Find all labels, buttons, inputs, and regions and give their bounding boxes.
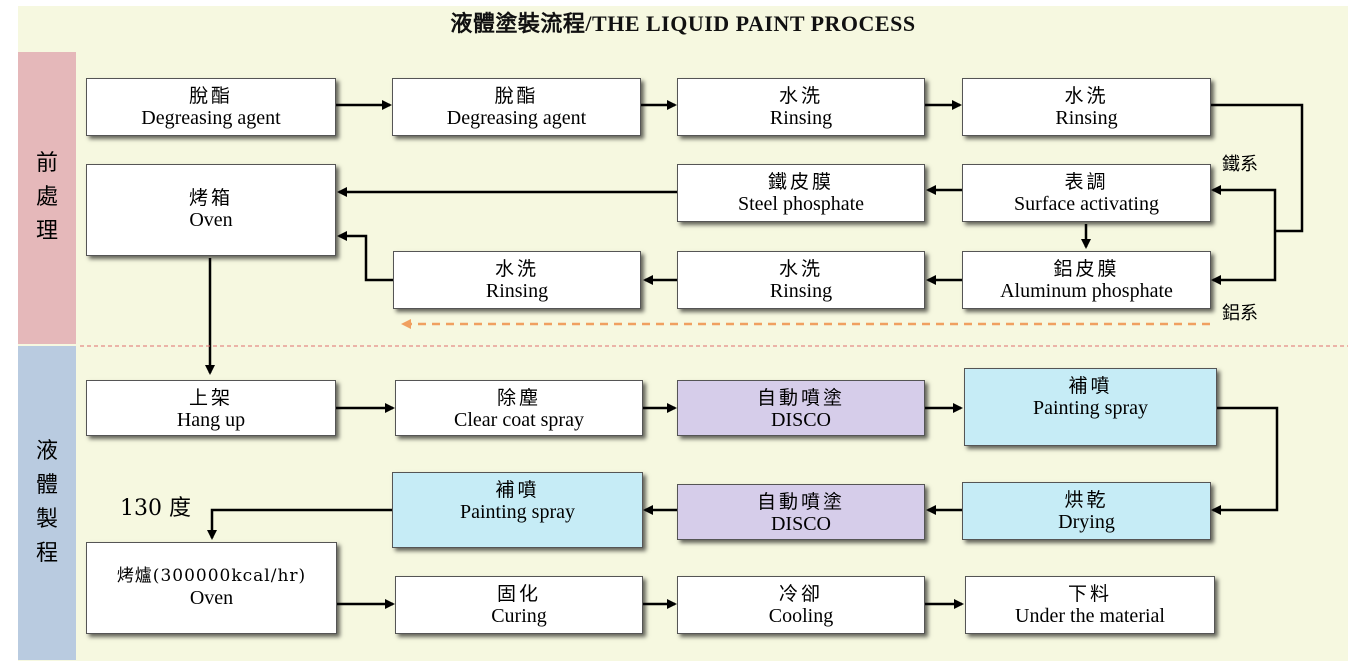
step-rinsing-4: 水洗 Rinsing bbox=[393, 251, 641, 309]
step-painting-spray-1: 補噴 Painting spray bbox=[964, 368, 1217, 446]
step-steel-phosphate-zh: 鐵皮膜 bbox=[767, 171, 834, 193]
step-drying-zh: 烘乾 bbox=[1064, 489, 1109, 511]
step-disco-2: 自動噴塗 DISCO bbox=[677, 484, 925, 540]
step-degreasing-2-en: Degreasing agent bbox=[446, 107, 587, 129]
step-disco-1: 自動噴塗 DISCO bbox=[677, 380, 925, 436]
step-painting-spray-2: 補噴 Painting spray bbox=[392, 472, 643, 548]
section-liquid-label: 液體製程 bbox=[35, 439, 58, 566]
step-aluminum-phosphate-zh: 鋁皮膜 bbox=[1053, 258, 1120, 280]
arrow-rinse4-oven1 bbox=[337, 231, 393, 282]
step-disco-2-zh: 自動噴塗 bbox=[756, 491, 845, 513]
step-oven-2-zh: 烤爐(300000kcal/hr) bbox=[116, 566, 307, 586]
step-oven-2-en: Oven bbox=[189, 587, 234, 609]
step-disco-1-en: DISCO bbox=[770, 409, 831, 431]
step-cooling-en: Cooling bbox=[768, 605, 834, 627]
step-degreasing-2-zh: 脫酯 bbox=[494, 85, 539, 107]
step-clear-coat-spray-en: Clear coat spray bbox=[454, 409, 584, 431]
step-degreasing-1-zh: 脫酯 bbox=[188, 85, 233, 107]
step-steel-phosphate: 鐵皮膜 Steel phosphate bbox=[677, 164, 925, 222]
step-rinsing-3: 水洗 Rinsing bbox=[677, 251, 925, 309]
step-oven-1-zh: 烤箱 bbox=[188, 187, 233, 209]
step-rinsing-1-en: Rinsing bbox=[769, 107, 833, 129]
step-hang-up-zh: 上架 bbox=[188, 387, 233, 409]
arrow-spray2-oven2 bbox=[207, 508, 392, 540]
step-surface-activating-zh: 表調 bbox=[1064, 171, 1109, 193]
step-painting-spray-2-en: Painting spray bbox=[460, 501, 575, 523]
temperature-label: 130 度 bbox=[120, 496, 191, 521]
step-clear-coat-spray-zh: 除塵 bbox=[496, 387, 541, 409]
arrow-rinse2-bracket bbox=[1211, 103, 1304, 233]
step-disco-2-en: DISCO bbox=[770, 513, 831, 535]
diagram-title: 液體塗裝流程/THE LIQUID PAINT PROCESS bbox=[450, 11, 916, 36]
step-oven-1: 烤箱 Oven bbox=[86, 164, 336, 256]
step-rinsing-4-en: Rinsing bbox=[485, 280, 549, 302]
iron-series-label: 鐵系 bbox=[1222, 154, 1258, 175]
step-rinsing-4-zh: 水洗 bbox=[494, 258, 539, 280]
step-under-the-material: 下料 Under the material bbox=[965, 576, 1215, 634]
step-hang-up-en: Hang up bbox=[176, 409, 246, 431]
step-steel-phosphate-en: Steel phosphate bbox=[737, 193, 865, 215]
step-drying: 烘乾 Drying bbox=[962, 482, 1211, 540]
step-rinsing-2-en: Rinsing bbox=[1055, 107, 1118, 129]
step-oven-2: 烤爐(300000kcal/hr) Oven bbox=[86, 542, 337, 634]
step-disco-1-zh: 自動噴塗 bbox=[756, 387, 845, 409]
step-painting-spray-2-zh: 補噴 bbox=[495, 479, 540, 501]
step-painting-spray-1-en: Painting spray bbox=[1033, 397, 1148, 419]
step-cooling: 冷卻 Cooling bbox=[677, 576, 925, 634]
step-surface-activating-en: Surface activating bbox=[1014, 193, 1159, 215]
section-pretreatment-label: 前處理 bbox=[35, 151, 58, 244]
step-drying-en: Drying bbox=[1058, 511, 1115, 533]
step-curing-zh: 固化 bbox=[496, 583, 541, 605]
step-degreasing-1: 脫酯 Degreasing agent bbox=[86, 78, 336, 136]
step-aluminum-phosphate: 鋁皮膜 Aluminum phosphate bbox=[962, 251, 1211, 309]
section-liquid: 液體製程 bbox=[18, 346, 76, 660]
arrow-to-surface-activating bbox=[1211, 185, 1277, 231]
step-rinsing-3-en: Rinsing bbox=[769, 280, 833, 302]
step-under-the-material-zh: 下料 bbox=[1067, 583, 1112, 605]
step-oven-1-en: Oven bbox=[189, 209, 233, 231]
step-degreasing-2: 脫酯 Degreasing agent bbox=[392, 78, 641, 136]
step-cooling-zh: 冷卻 bbox=[778, 583, 823, 605]
step-rinsing-2-zh: 水洗 bbox=[1064, 85, 1109, 107]
arrow-spray1-drying bbox=[1211, 406, 1279, 515]
step-degreasing-1-en: Degreasing agent bbox=[141, 107, 281, 129]
step-rinsing-1-zh: 水洗 bbox=[778, 85, 823, 107]
step-rinsing-1: 水洗 Rinsing bbox=[677, 78, 925, 136]
arrow-to-aluminum-phosphate bbox=[1211, 231, 1277, 285]
step-rinsing-3-zh: 水洗 bbox=[778, 258, 823, 280]
step-under-the-material-en: Under the material bbox=[1015, 605, 1165, 627]
step-hang-up: 上架 Hang up bbox=[86, 380, 336, 436]
section-pretreatment: 前處理 bbox=[18, 52, 76, 344]
step-curing-en: Curing bbox=[491, 605, 547, 627]
step-painting-spray-1-zh: 補噴 bbox=[1068, 375, 1113, 397]
step-surface-activating: 表調 Surface activating bbox=[962, 164, 1211, 222]
step-clear-coat-spray: 除塵 Clear coat spray bbox=[395, 380, 643, 436]
step-rinsing-2: 水洗 Rinsing bbox=[962, 78, 1211, 136]
step-aluminum-phosphate-en: Aluminum phosphate bbox=[1000, 280, 1173, 302]
step-curing: 固化 Curing bbox=[395, 576, 643, 634]
aluminum-series-label: 鋁系 bbox=[1222, 303, 1258, 324]
